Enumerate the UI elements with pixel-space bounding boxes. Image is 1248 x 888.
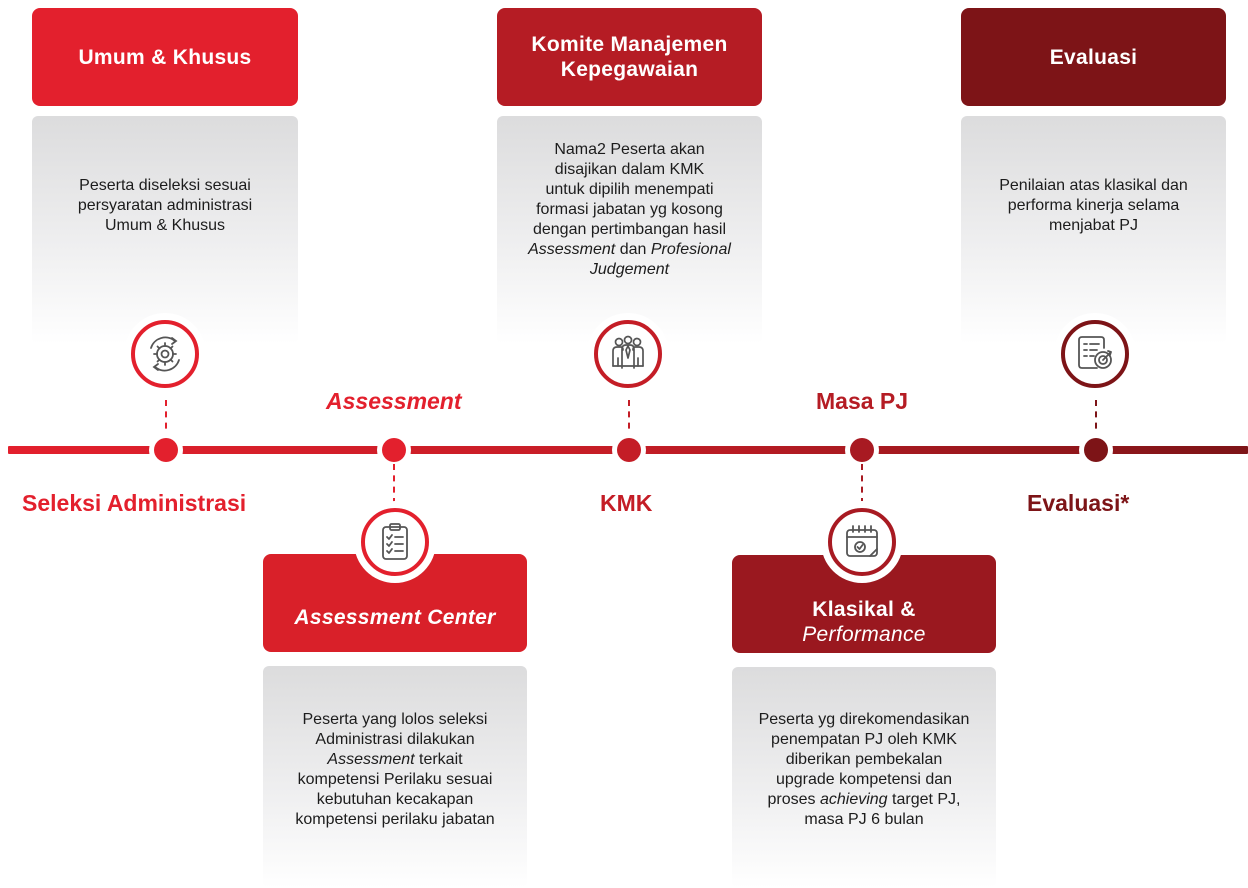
stage-evaluasi-header-text: Evaluasi	[1049, 45, 1138, 69]
stage-evaluasi-dot	[1084, 438, 1108, 462]
stage-seleksi-header-text: Umum & Khusus	[78, 45, 252, 69]
stage-seleksi-description-text: Peserta diseleksi sesuai persyaratan adm…	[77, 177, 253, 234]
stage-klasikal-description: Peserta yg direkomendasikan penempatan P…	[732, 667, 996, 888]
stage-klasikal-header-line1: Klasikal &	[812, 598, 916, 621]
clipboard-checklist-icon	[361, 508, 429, 576]
stage-seleksi-label: Seleksi Administrasi	[22, 490, 247, 516]
stage-assessment-description: Peserta yang lolos seleksi Administrasi …	[263, 666, 527, 888]
stage-kmk-label: KMK	[600, 490, 653, 516]
gear-cycle-icon	[131, 320, 199, 388]
stage-kmk-description-text: Nama2 Peserta akan disajikan dalam KMK u…	[528, 141, 731, 278]
stage-kmk-header-line1: Komite Manajemen	[531, 33, 728, 56]
stage-evaluasi-icon-circle	[1061, 320, 1129, 388]
stage-evaluasi-connector	[1095, 400, 1097, 440]
stage-kmk-connector	[628, 400, 630, 440]
stage-kmk-description: Nama2 Peserta akan disajikan dalam KMK u…	[497, 116, 762, 344]
stage-kmk-dot	[617, 438, 641, 462]
stage-seleksi-header: Umum & Khusus	[32, 8, 298, 106]
stage-assessment-description-text: Peserta yang lolos seleksi Administrasi …	[295, 711, 495, 828]
stage-kmk-header-line2: Kepegawaian	[560, 58, 699, 81]
stage-evaluasi-description: Penilaian atas klasikal dan performa kin…	[961, 116, 1226, 344]
stage-seleksi-icon-circle	[131, 320, 199, 388]
stage-kmk-icon-circle	[594, 320, 662, 388]
stage-seleksi-description: Peserta diseleksi sesuai persyaratan adm…	[32, 116, 298, 344]
calendar-check-icon	[828, 508, 896, 576]
stage-assessment-dot	[382, 438, 406, 462]
stage-evaluasi-description-text: Penilaian atas klasikal dan performa kin…	[999, 177, 1188, 234]
report-target-icon	[1061, 320, 1129, 388]
stage-klasikal-connector	[861, 464, 863, 504]
phase-masa-pj-label: Masa PJ	[816, 388, 909, 414]
phase-assessment-label: Assessment	[326, 388, 462, 414]
stage-evaluasi-label: Evaluasi*	[1027, 490, 1130, 516]
stage-klasikal-dot	[850, 438, 874, 462]
stage-assessment-connector	[393, 464, 395, 504]
stage-klasikal-description-text: Peserta yg direkomendasikan penempatan P…	[758, 711, 970, 828]
stage-klasikal-header-line2: Performance	[802, 623, 926, 646]
group-people-icon	[594, 320, 662, 388]
stage-kmk-header: Komite Manajemen Kepegawaian	[497, 8, 762, 106]
stage-assessment-icon-circle	[361, 508, 429, 576]
stage-seleksi-connector	[165, 400, 167, 440]
stage-assessment-header-text: Assessment Center	[294, 605, 496, 629]
stage-klasikal-icon-circle	[828, 508, 896, 576]
stage-seleksi-dot	[154, 438, 178, 462]
stage-evaluasi-header: Evaluasi	[961, 8, 1226, 106]
